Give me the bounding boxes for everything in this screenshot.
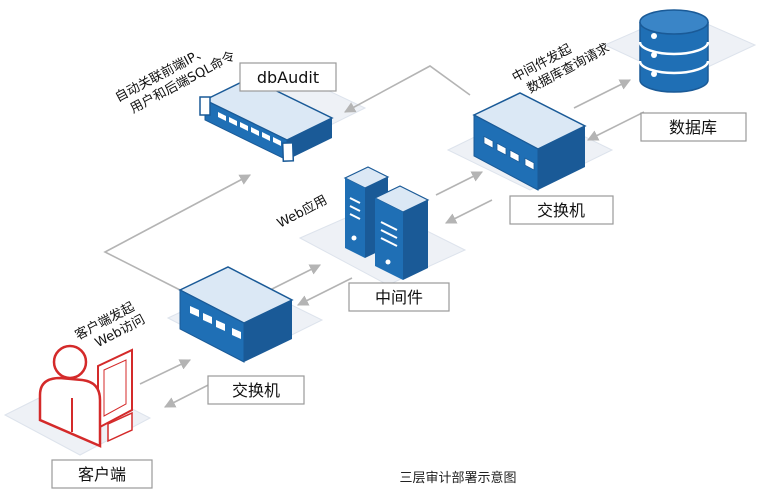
label-box-switch-bottom: 交换机 [207,375,305,405]
arrow-mirror-to-dbaudit [344,65,471,113]
arrow-db-to-switch-top [586,111,645,141]
label-middleware: 中间件 [375,288,423,307]
middleware-note: 中间件发起 数据库查询请求 [509,40,612,97]
label-box-middleware: 中间件 [348,282,450,312]
diagram-caption: 三层审计部署示意图 [399,470,516,486]
label-box-dbaudit: dbAudit [239,62,337,92]
switch-bottom-icon [178,266,294,363]
arrow-mw-to-switch-bottom [296,277,353,306]
label-box-switch-top: 交换机 [509,195,614,225]
label-dbaudit: dbAudit [257,68,319,87]
label-database: 数据库 [669,118,717,137]
connections [103,65,645,408]
arrow-switch-bottom-to-mw [265,264,322,293]
label-client: 客户端 [78,465,126,484]
label-box-database: 数据库 [640,112,747,142]
client-user-icon [38,344,133,448]
label-switch-bottom: 交换机 [232,381,280,400]
arrow-switch-bottom-to-dbaudit [103,174,251,291]
web-app-note: Web应用 [274,192,329,232]
client-note: 客户端发起 Web访问 [72,299,147,351]
arrow-mw-to-switch-top [435,171,484,196]
switch-top-icon [472,92,587,191]
label-switch-top: 交换机 [537,201,585,220]
arrow-switch-top-to-mw [444,199,493,224]
dbaudit-appliance-icon [199,77,334,162]
arrow-switch-top-to-db [573,79,632,109]
arrow-client-to-switch [139,359,192,385]
middleware-servers-icon [343,166,430,280]
web-app-label: Web应用 [274,192,329,232]
database-icon [638,9,710,93]
label-box-client: 客户端 [51,459,153,489]
